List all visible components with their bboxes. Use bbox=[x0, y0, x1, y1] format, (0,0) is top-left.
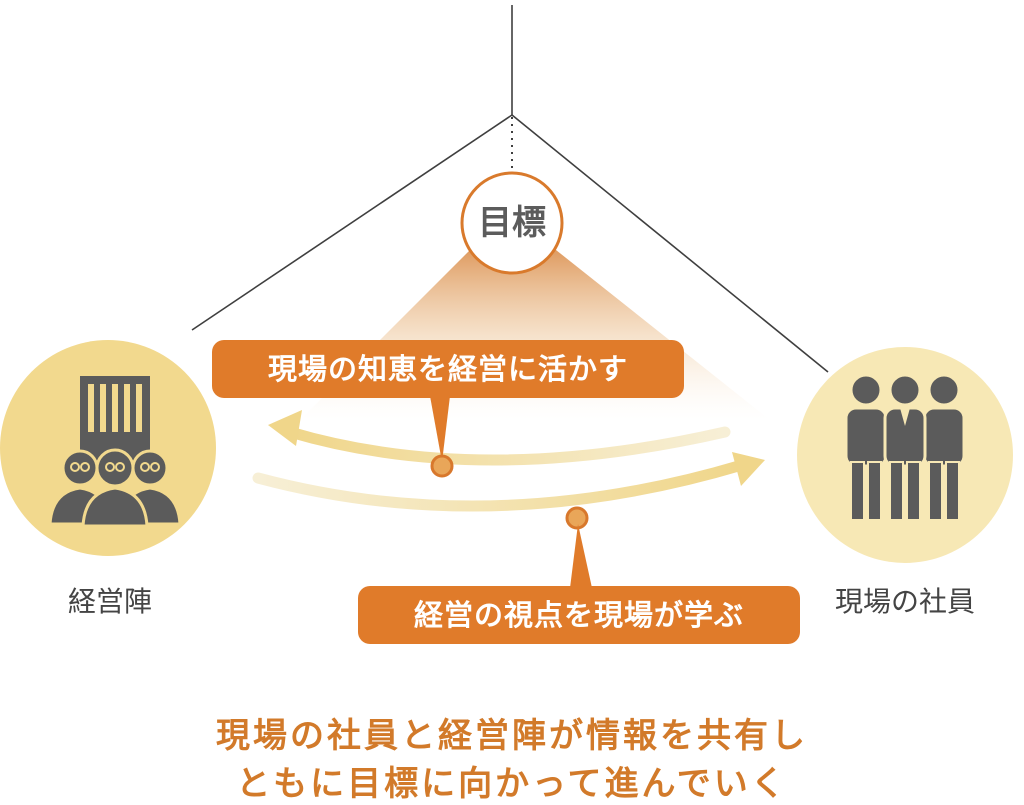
goal-circle bbox=[460, 171, 564, 275]
callout-bottom bbox=[358, 506, 800, 644]
employees-group-icon bbox=[844, 373, 966, 521]
callout-bottom-text: 経営の視点を現場が学ぶ bbox=[413, 598, 744, 632]
arrow-to-staff bbox=[252, 452, 765, 512]
employee-figure-right bbox=[922, 373, 966, 521]
employee-figure-left bbox=[844, 373, 888, 521]
callout-top-text: 現場の知恵を経営に活かす bbox=[267, 352, 628, 386]
callout-top bbox=[212, 340, 684, 478]
executives-building-icon bbox=[48, 376, 182, 528]
caption-line-2: ともに目標に向かって進んでいく bbox=[236, 764, 788, 804]
staff-label: 現場の社員 bbox=[834, 585, 975, 618]
peak-lines bbox=[191, 5, 829, 373]
executive-figure-center bbox=[81, 448, 149, 528]
goal-label: 目標 bbox=[478, 203, 546, 243]
management-label: 経営陣 bbox=[67, 585, 152, 618]
arrow-to-management bbox=[268, 410, 731, 466]
employee-figure-center bbox=[883, 373, 927, 521]
caption-line-1: 現場の社員と経営陣が情報を共有し bbox=[216, 716, 808, 756]
